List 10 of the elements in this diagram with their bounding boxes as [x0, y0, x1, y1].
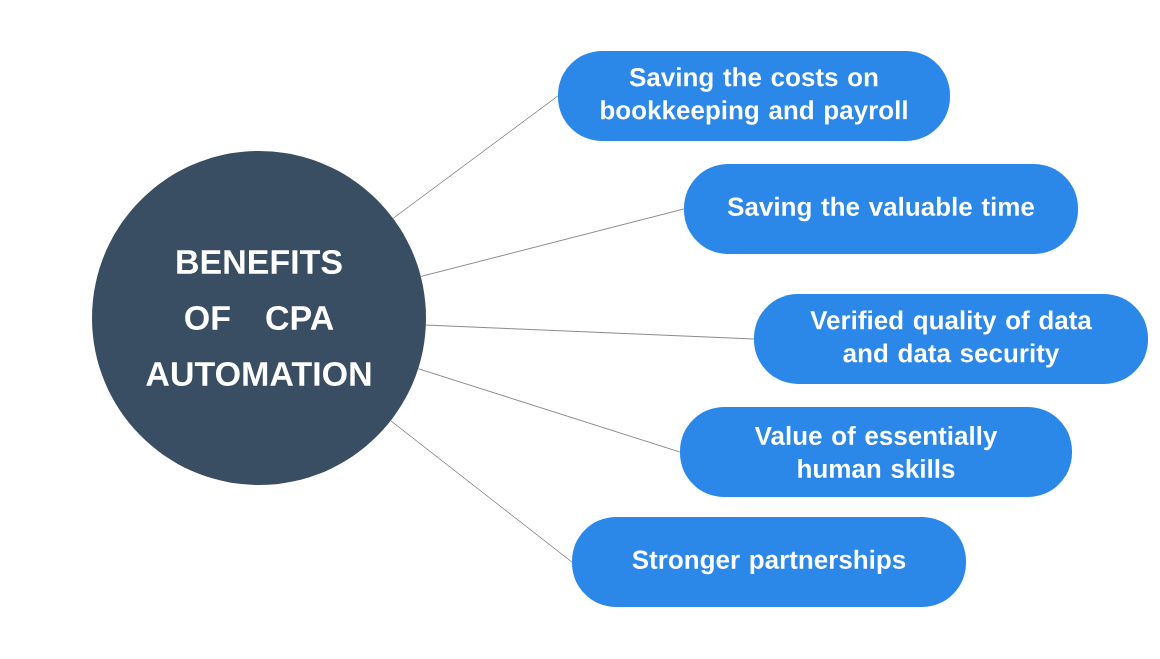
benefit-pill: Stronger partnerships: [572, 517, 966, 607]
benefit-pill: Value of essentially human skills: [680, 407, 1072, 497]
connector-line: [390, 420, 573, 563]
connector-line: [417, 368, 681, 453]
connector-line: [425, 324, 755, 340]
benefit-pill: Saving the valuable time: [684, 164, 1078, 254]
connector-line: [392, 95, 559, 219]
benefit-pill: Verified quality of data and data security: [754, 294, 1148, 384]
benefit-pill: Saving the costs on bookkeeping and payroll: [558, 51, 950, 141]
connector-line: [420, 208, 685, 277]
